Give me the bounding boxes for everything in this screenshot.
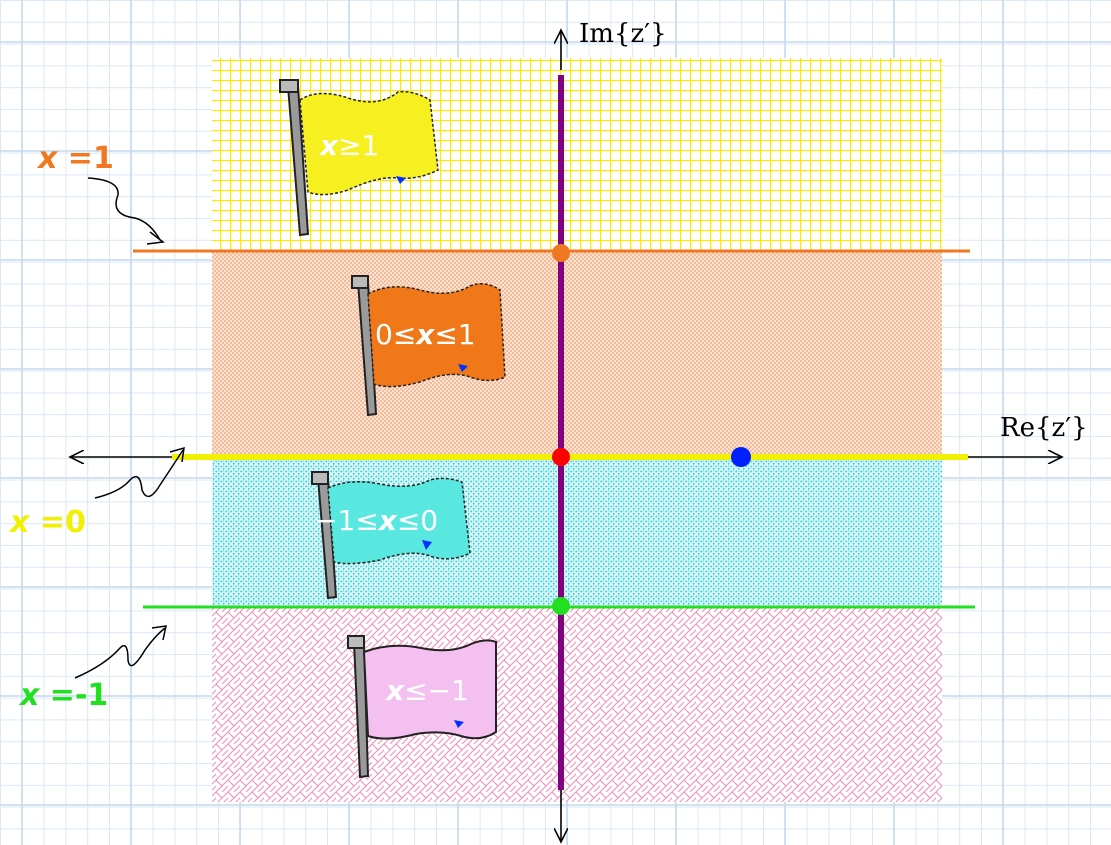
label-x-eq-0: x =0 — [8, 505, 86, 540]
point-x1 — [552, 244, 570, 262]
region-x-le-neg1 — [212, 607, 942, 802]
region-0-le-x-le-1 — [212, 251, 942, 458]
point-xneg1 — [552, 597, 570, 615]
imag-axis-label: Im{z′} — [579, 19, 667, 49]
flag-0-le-x-le-1-label: 0≤x≤1 — [375, 318, 476, 351]
flag-neg1-le-x-le-0-label: −1≤x≤0 — [314, 504, 438, 537]
flag-x-ge-1-label: x≥1 — [318, 129, 379, 162]
point-blue — [731, 447, 751, 467]
label-x-eq-neg1: x =-1 — [18, 678, 108, 713]
real-axis-label: Re{z′} — [1000, 413, 1088, 443]
flag-x-le-neg1-label: x≤−1 — [384, 674, 469, 707]
point-origin — [552, 448, 570, 466]
label-x-eq-1: x =1 — [36, 141, 114, 176]
